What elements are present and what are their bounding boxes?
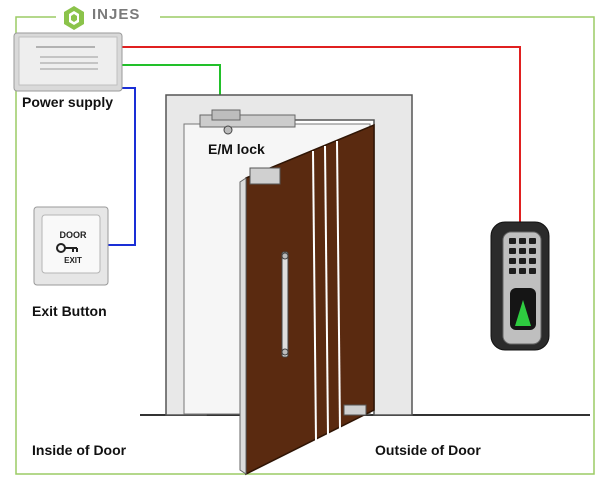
key-icon	[56, 243, 78, 253]
exit-button-door-text: DOOR	[60, 230, 88, 240]
exit-button-label: Exit Button	[32, 303, 107, 319]
brand-logo-icon	[64, 6, 84, 30]
exit-button-exit-text: EXIT	[64, 256, 82, 265]
outer-frame	[15, 16, 595, 475]
fingerprint-sensor-icon	[515, 300, 531, 326]
door-slab	[239, 123, 375, 476]
em-lock-label: E/M lock	[208, 141, 265, 157]
keypad-icon	[509, 238, 536, 274]
power-supply-unit	[13, 32, 123, 92]
em-lock-device	[199, 109, 296, 135]
red-wire	[122, 46, 521, 228]
blue-wire	[108, 87, 136, 246]
fingerprint-reader-device	[490, 221, 550, 351]
brand-name: INJES	[92, 6, 141, 23]
outside-door-label: Outside of Door	[375, 442, 481, 458]
exit-button-device: DOOR EXIT	[33, 206, 109, 286]
inside-door-label: Inside of Door	[32, 442, 127, 458]
power-supply-label: Power supply	[22, 94, 114, 110]
